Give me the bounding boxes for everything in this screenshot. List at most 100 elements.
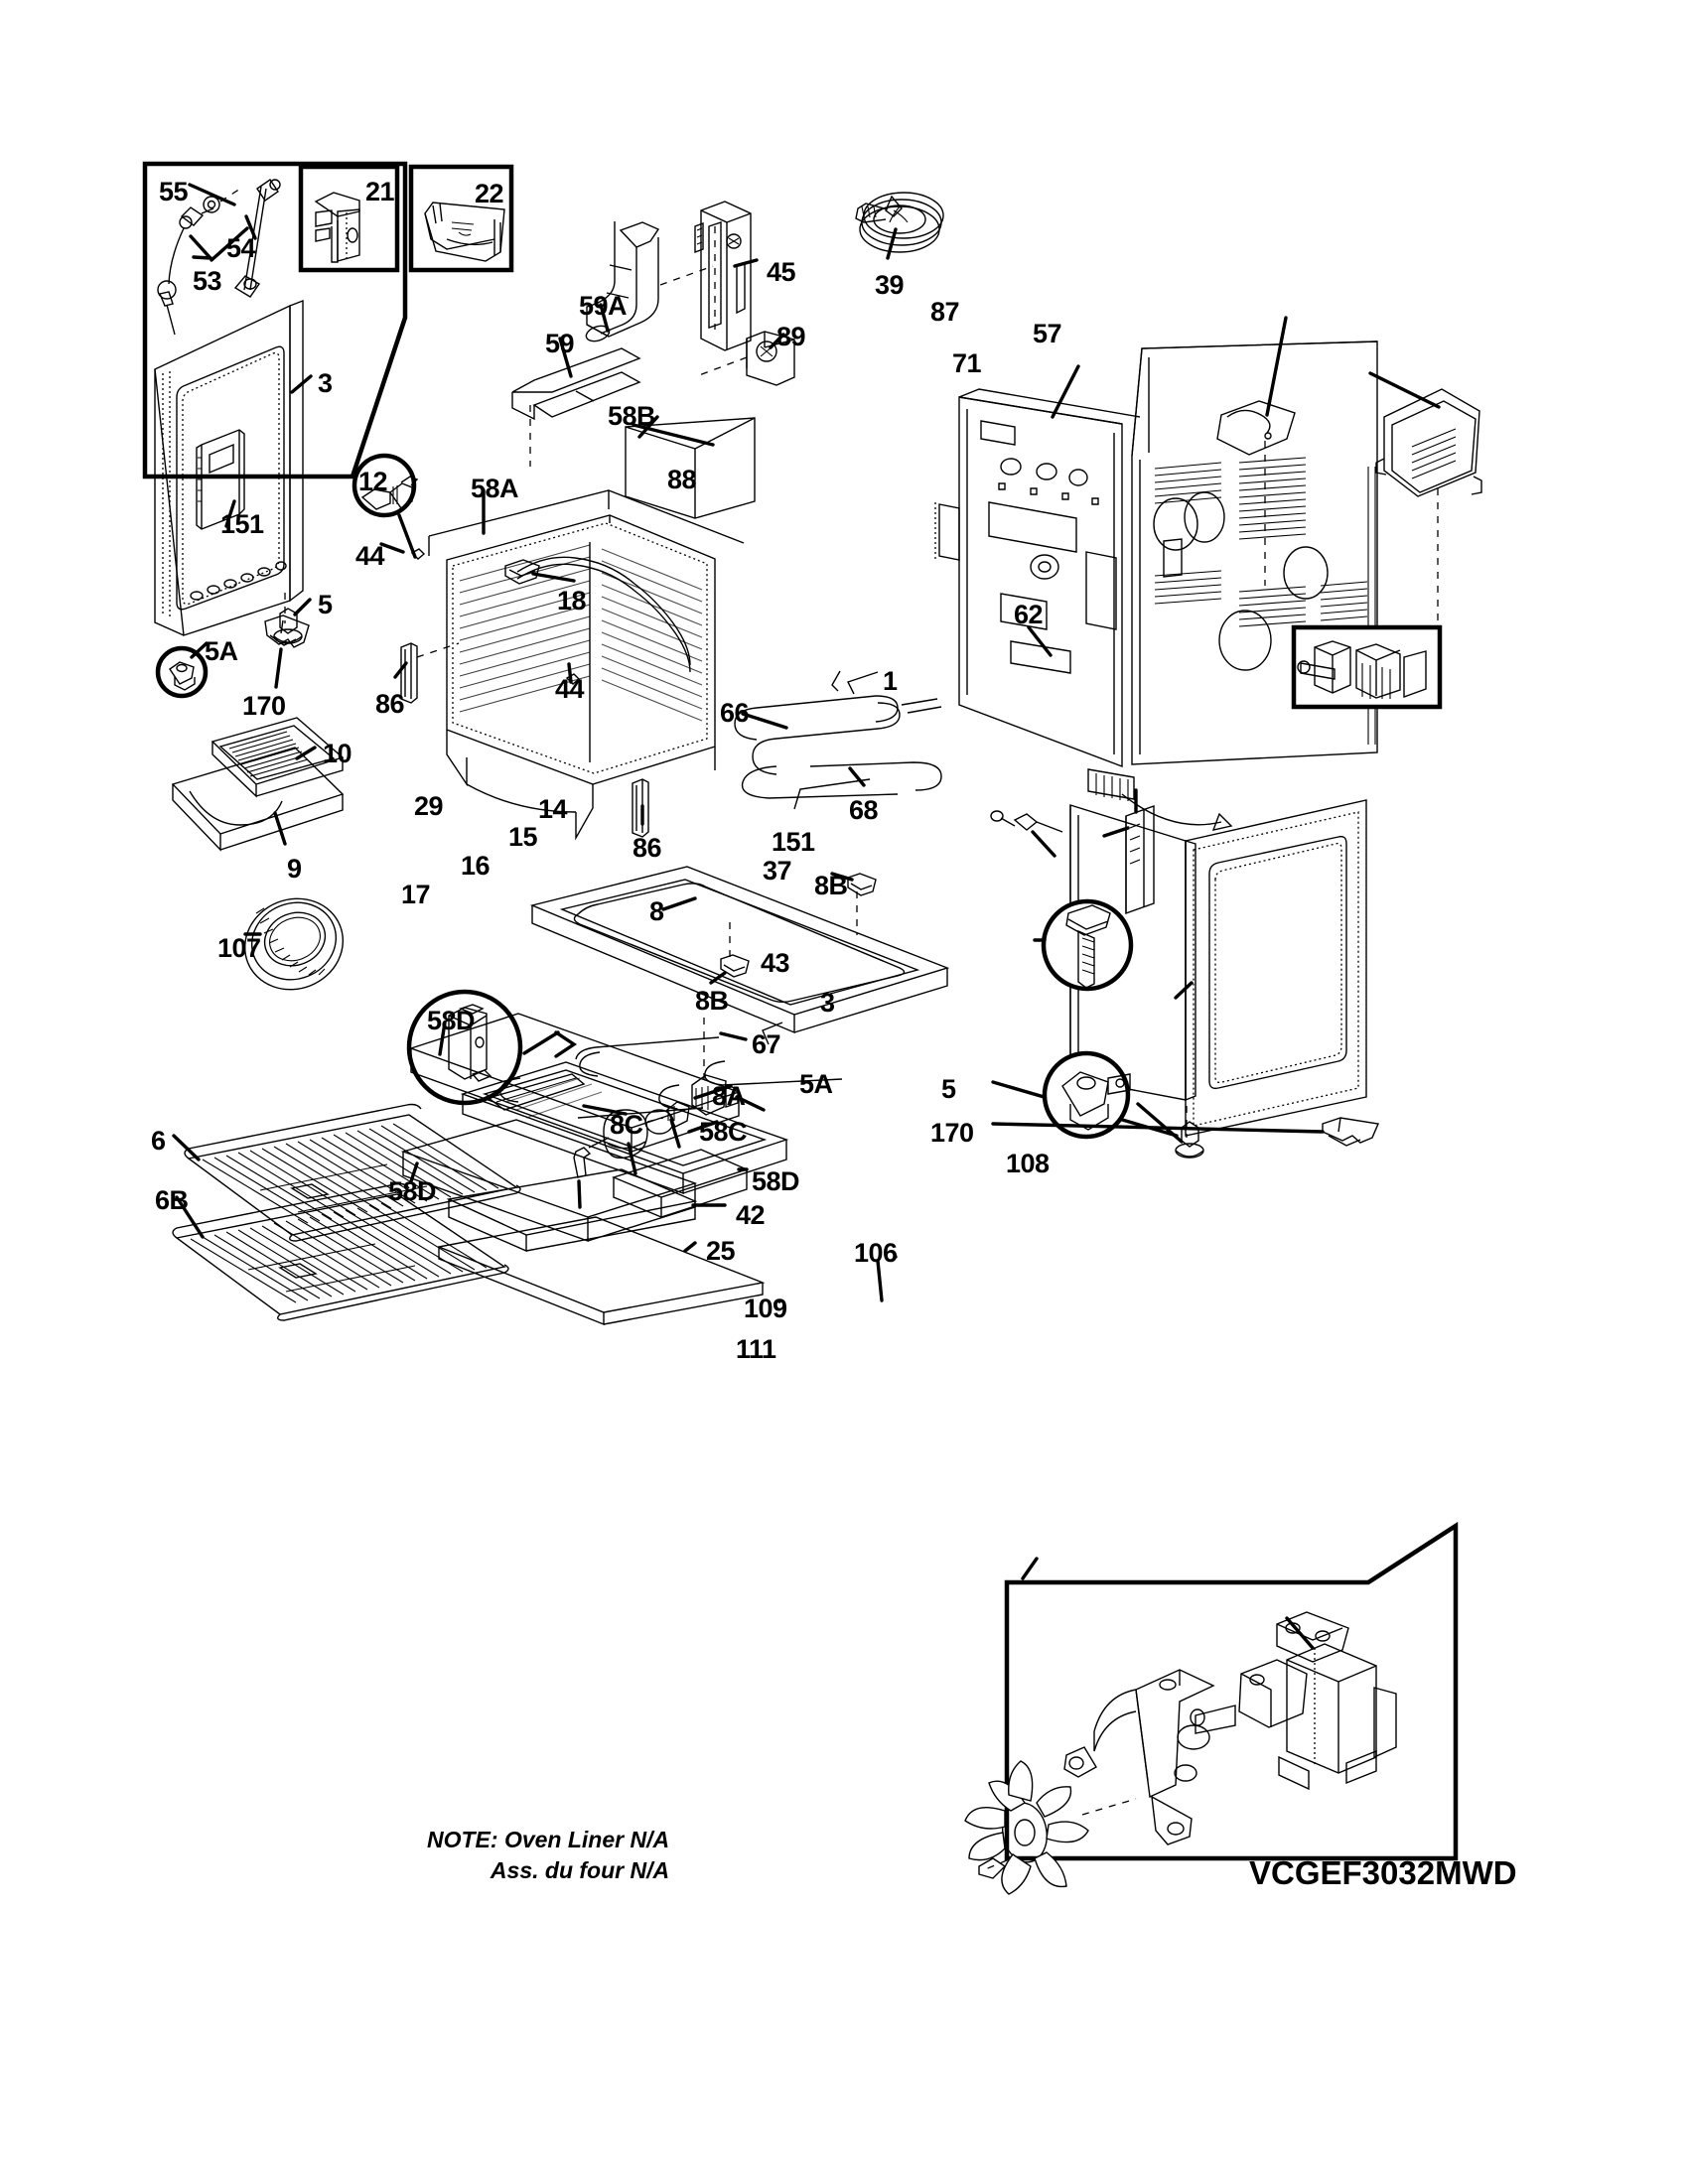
callout-16: 16 — [461, 851, 491, 881]
detail-29 — [406, 989, 578, 1106]
callout-5A-left: 5A — [205, 636, 238, 666]
inset-door-sensor — [142, 161, 408, 479]
oven-top-panel — [625, 415, 756, 519]
callout-14: 14 — [538, 794, 568, 824]
rack-guide-left — [393, 642, 460, 704]
callout-55: 55 — [159, 177, 189, 206]
rack-guide-right — [632, 778, 649, 838]
callout-58D-right: 58D — [752, 1166, 800, 1196]
callout-1: 1 — [883, 666, 898, 696]
callout-58D-front: 58D — [388, 1176, 437, 1206]
callout-109: 109 — [744, 1294, 787, 1323]
callout-6B: 6B — [155, 1185, 189, 1215]
callout-151-right: 151 — [772, 827, 815, 857]
burner-cap — [243, 897, 345, 991]
callout-86-left: 86 — [375, 689, 405, 719]
fan-blade-wheel — [777, 1299, 1089, 1895]
callout-5-right: 5 — [941, 1074, 956, 1104]
callout-21: 21 — [365, 177, 395, 206]
model-number: VCGEF3032MWD — [1249, 1854, 1517, 1891]
callout-53: 53 — [193, 266, 222, 296]
door-hinge-left — [155, 593, 312, 699]
detail-62 — [1027, 624, 1443, 710]
callout-86-right: 86 — [633, 833, 662, 863]
broil-element — [741, 698, 942, 799]
callout-59A: 59A — [579, 291, 628, 321]
callout-8B-upper: 8B — [814, 871, 848, 900]
callout-3-left: 3 — [318, 368, 333, 398]
callout-54: 54 — [226, 233, 256, 263]
callout-108: 108 — [1006, 1149, 1050, 1178]
diagram-note: NOTE: Oven Liner N/A Ass. du four N/A — [427, 1825, 669, 1886]
callout-58A: 58A — [471, 474, 519, 503]
note-line-2: Ass. du four N/A — [490, 1857, 670, 1884]
vent-duct — [511, 221, 714, 467]
callout-170-left: 170 — [242, 691, 286, 721]
callout-22: 22 — [475, 179, 504, 208]
bottom-leaders — [1021, 1557, 1039, 1580]
callout-111: 111 — [736, 1334, 776, 1364]
vent-grille — [1368, 371, 1482, 633]
oven-cavity — [428, 488, 745, 841]
door-panel-right — [1102, 805, 1155, 914]
temp-probe — [990, 810, 1063, 858]
callout-43: 43 — [761, 948, 790, 978]
callout-67: 67 — [752, 1029, 781, 1059]
callout-5A-right: 5A — [799, 1069, 833, 1099]
callout-8: 8 — [649, 896, 664, 926]
inset-box-21 — [298, 164, 400, 273]
callout-17: 17 — [401, 880, 431, 909]
chassis-frame — [934, 388, 1233, 831]
callout-25: 25 — [706, 1236, 736, 1266]
callout-106: 106 — [854, 1238, 898, 1268]
callout-58B: 58B — [608, 401, 656, 431]
bake-element — [734, 670, 901, 810]
callout-12: 12 — [358, 467, 388, 496]
callout-6: 6 — [151, 1126, 166, 1156]
callout-45: 45 — [767, 257, 796, 287]
callout-39: 39 — [875, 270, 905, 300]
callout-89: 89 — [776, 322, 806, 351]
callout-3-right: 3 — [820, 988, 835, 1018]
callout-87: 87 — [930, 297, 960, 327]
callout-9: 9 — [287, 854, 302, 884]
door-hinge-right — [991, 1050, 1379, 1159]
callout-8A: 8A — [712, 1081, 746, 1111]
callout-107: 107 — [217, 933, 261, 963]
callout-88: 88 — [667, 465, 697, 494]
power-cord — [855, 192, 944, 260]
callout-42: 42 — [736, 1200, 766, 1230]
callout-58D-left: 58D — [427, 1006, 476, 1035]
detail-43 — [1033, 898, 1134, 992]
callout-15: 15 — [508, 822, 538, 852]
callout-62: 62 — [1014, 600, 1044, 629]
callout-58C: 58C — [699, 1117, 748, 1147]
callout-151-left: 151 — [220, 509, 264, 539]
detail-12 — [352, 453, 426, 560]
callout-18: 18 — [557, 586, 587, 615]
callout-66: 66 — [720, 698, 750, 728]
broiler-pan — [529, 866, 950, 1034]
note-line-1: NOTE: Oven Liner N/A — [427, 1827, 670, 1852]
callout-44-b: 44 — [555, 674, 585, 704]
cooktop-vent-assembly — [171, 717, 345, 852]
callout-37: 37 — [763, 856, 792, 886]
callout-8C: 8C — [610, 1110, 643, 1140]
callout-57: 57 — [1033, 319, 1062, 348]
inset-box-22 — [408, 164, 514, 273]
callout-10: 10 — [323, 739, 352, 768]
callout-68: 68 — [849, 795, 879, 825]
callout-59: 59 — [545, 329, 575, 358]
callout-8B-lower: 8B — [695, 986, 729, 1016]
blower-assembly-box — [876, 1255, 1459, 1861]
oven-racks — [172, 1103, 521, 1321]
receptacle-box — [694, 201, 759, 351]
oven-door-left — [154, 299, 313, 636]
callout-71: 71 — [952, 348, 982, 378]
callout-44-a: 44 — [355, 541, 385, 571]
terminal-block — [698, 331, 795, 386]
back-panel — [1051, 316, 1378, 765]
lamp-assembly — [573, 1013, 766, 1209]
